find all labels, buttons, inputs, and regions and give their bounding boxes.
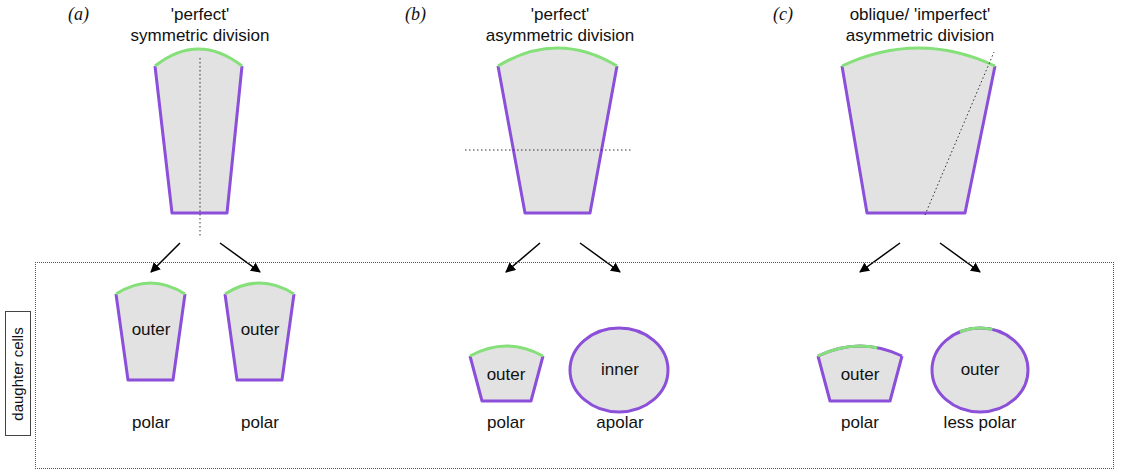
cell-outline [565,276,675,436]
daughter-cell: outer less polar [925,276,1035,436]
division-arrow [940,243,980,272]
panel-heading: 'perfect' asymmetric division [460,4,660,46]
panel-letter: (a) [68,4,89,24]
parent-cell: 'perfect' symmetric division [100,0,300,222]
parent-cell: 'perfect' asymmetric division [460,0,660,222]
cell-outline [925,276,1035,436]
division-arrow [220,243,260,272]
division-arrow [506,243,540,272]
panel-letter: (c) [773,4,793,24]
daughter-cell: outer polar [810,276,910,436]
cell-position: outer [925,360,1035,380]
panel-heading: 'perfect' symmetric division [100,4,300,46]
panel-letter: (b) [405,4,426,24]
cell-outline [105,276,197,436]
cell-position: outer [105,320,197,340]
panel-heading: oblique/ 'imperfect' asymmetric division [820,4,1020,46]
daughter-cell: outer polar [105,276,197,436]
cell-polarity: less polar [925,413,1035,433]
daughter-cell: outer polar [214,276,306,436]
cell-polarity: polar [810,413,910,433]
region-label: daughter cells [9,327,27,420]
cell-polarity: polar [460,413,552,433]
cell-outline [810,276,910,436]
daughter-cell: outer polar [460,276,552,436]
daughter-cell: inner apolar [565,276,675,436]
division-arrow [151,243,180,272]
region-tag: daughter cells [5,311,31,436]
division-arrow [860,243,900,272]
cell-outline [214,276,306,436]
division-arrow [580,243,620,272]
cell-position: outer [214,320,306,340]
cell-polarity: polar [214,413,306,433]
cell-position: outer [810,365,910,385]
cell-position: inner [565,360,675,380]
cell-polarity: polar [105,413,197,433]
parent-cell: oblique/ 'imperfect' asymmetric division [820,0,1020,222]
cell-outline [460,276,552,436]
daughter-region: daughter cellsouterpolarouterpolarouterp… [35,262,1114,469]
cell-position: outer [460,365,552,385]
cell-polarity: apolar [565,413,675,433]
